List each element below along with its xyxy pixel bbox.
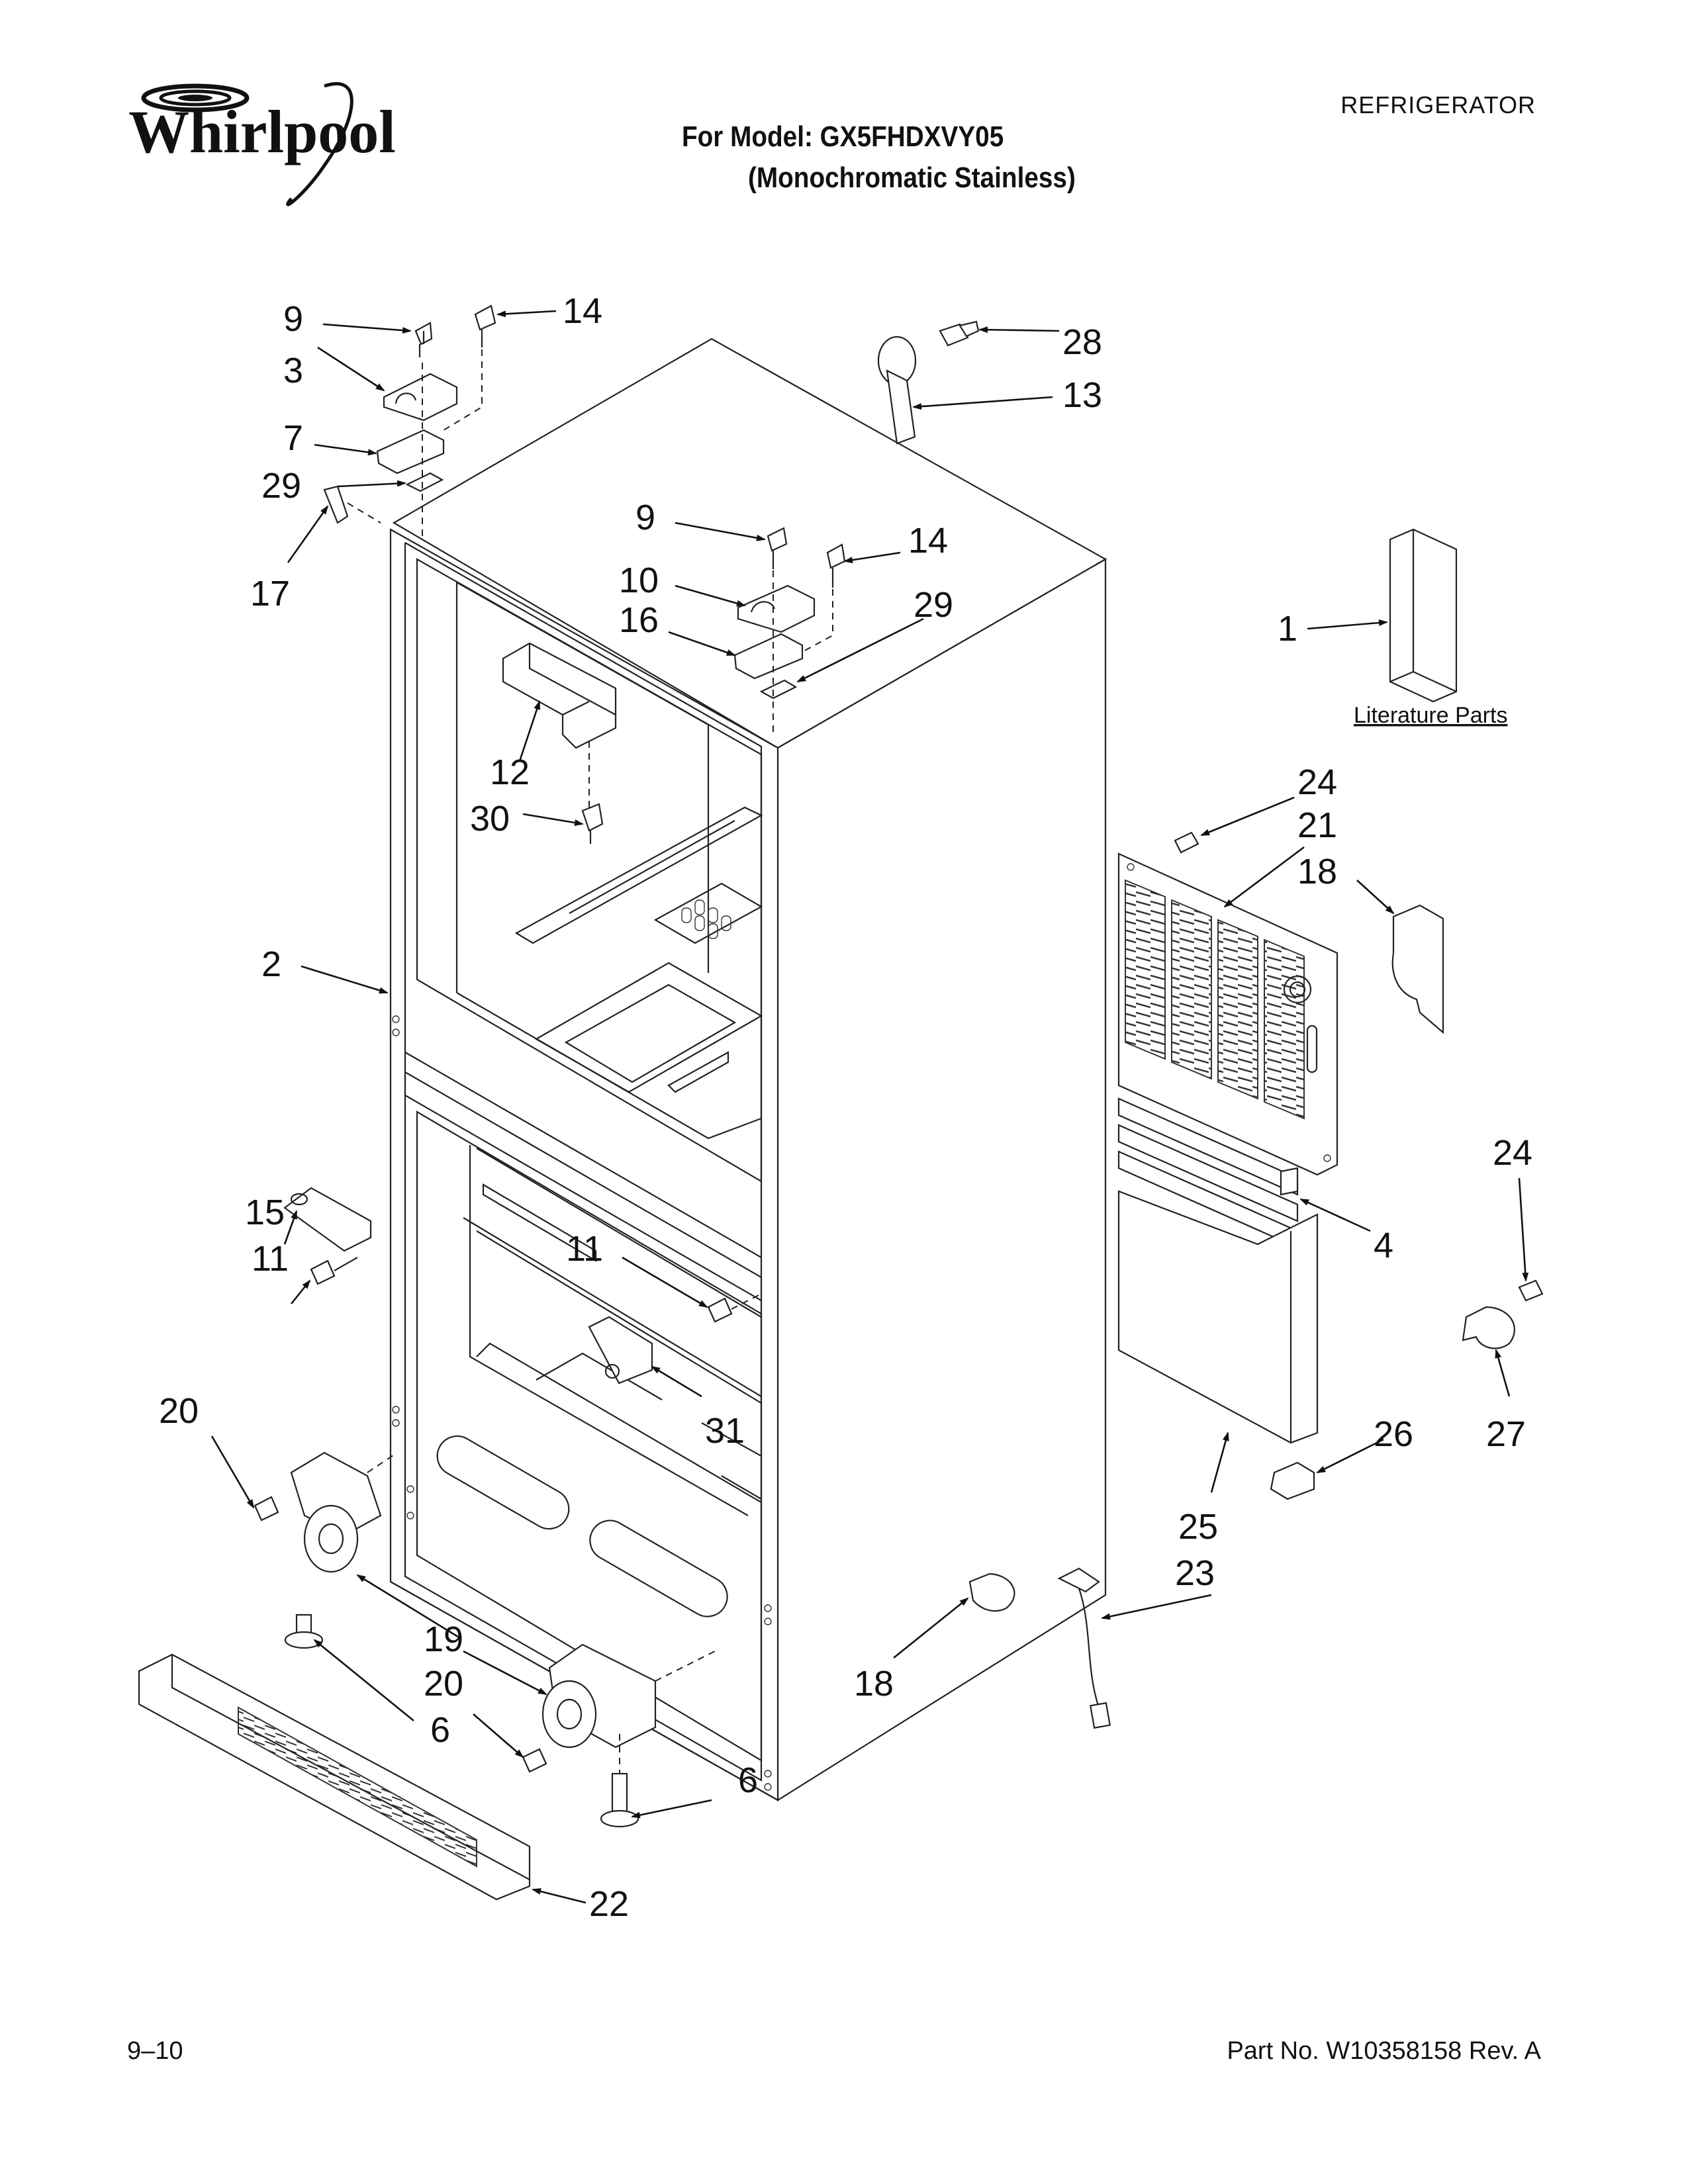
callout-14b: 14 <box>908 521 948 561</box>
literature-parts-label: Literature Parts <box>1354 703 1507 728</box>
callout-17: 17 <box>250 574 290 614</box>
mullion-bracket-left <box>283 1187 372 1285</box>
literature-booklet <box>1389 528 1458 703</box>
date-code: 9–10 <box>127 2037 183 2065</box>
top-right-hinge-assembly <box>733 527 846 735</box>
callout-11b: 11 <box>566 1229 603 1269</box>
screw-24a <box>1174 831 1199 854</box>
power-cord <box>1057 1567 1111 1729</box>
clamp-27 <box>1462 1306 1516 1349</box>
callout-19: 19 <box>424 1619 463 1659</box>
callout-20: 20 <box>159 1391 199 1431</box>
callout-18: 18 <box>1297 852 1337 891</box>
rear-access-cover <box>1117 852 1338 1222</box>
rear-panel <box>1117 1190 1319 1444</box>
callout-21: 21 <box>1297 805 1337 845</box>
callout-12: 12 <box>490 752 530 792</box>
clip-lower <box>968 1572 1015 1612</box>
hinge-cover <box>502 642 617 844</box>
callout-15: 15 <box>245 1193 285 1232</box>
callout-31: 31 <box>705 1411 745 1451</box>
callout-24: 24 <box>1297 762 1337 802</box>
callout-16: 16 <box>619 600 659 640</box>
callout-27: 27 <box>1486 1414 1526 1454</box>
clip-upper <box>1391 904 1444 1034</box>
callout-25: 25 <box>1178 1507 1218 1547</box>
callout-4: 4 <box>1374 1226 1393 1265</box>
callout-6: 6 <box>430 1710 450 1750</box>
callout-29: 29 <box>261 466 301 506</box>
callout-7: 7 <box>283 418 303 458</box>
callout-26: 26 <box>1374 1414 1413 1454</box>
model-line: For Model: GX5FHDXVY05 <box>682 120 1004 153</box>
callout-24b: 24 <box>1493 1133 1532 1173</box>
top-left-hinge-assembly <box>323 304 496 536</box>
clip-26 <box>1270 1461 1315 1500</box>
callout-14: 14 <box>563 291 602 331</box>
callout-30: 30 <box>470 799 510 839</box>
front-roller-left <box>254 1451 398 1649</box>
whirlpool-logo: Whirlpool <box>128 82 396 206</box>
callout-labels: 9 14 3 7 29 17 28 13 9 14 10 16 29 1 Lit… <box>159 291 1532 1924</box>
rear-bracket <box>877 320 980 445</box>
callout-3: 3 <box>283 351 303 390</box>
callout-23: 23 <box>1175 1553 1215 1593</box>
callout-18b: 18 <box>854 1664 894 1704</box>
callout-9b: 9 <box>635 498 655 537</box>
description-line: (Monochromatic Stainless) <box>748 161 1076 194</box>
base-grille <box>138 1653 531 1901</box>
callout-10: 10 <box>619 561 659 600</box>
front-roller-right <box>522 1643 716 1828</box>
callout-28: 28 <box>1062 322 1102 362</box>
screw-24b <box>1518 1279 1544 1302</box>
callout-20b: 20 <box>424 1664 463 1704</box>
leader-lines <box>211 310 1529 1904</box>
callout-13: 13 <box>1062 375 1102 415</box>
cabinet <box>389 338 1107 1801</box>
callout-29b: 29 <box>914 585 953 625</box>
callout-2: 2 <box>261 944 281 984</box>
callout-9: 9 <box>283 299 303 339</box>
callout-6b: 6 <box>738 1760 758 1800</box>
mullion-bracket-right <box>588 1293 762 1385</box>
callout-11: 11 <box>252 1239 289 1279</box>
callout-22: 22 <box>589 1884 629 1924</box>
callout-1: 1 <box>1278 609 1297 649</box>
part-number: Part No. W10358158 Rev. A <box>1227 2037 1541 2065</box>
category-label: REFRIGERATOR <box>1340 91 1536 118</box>
